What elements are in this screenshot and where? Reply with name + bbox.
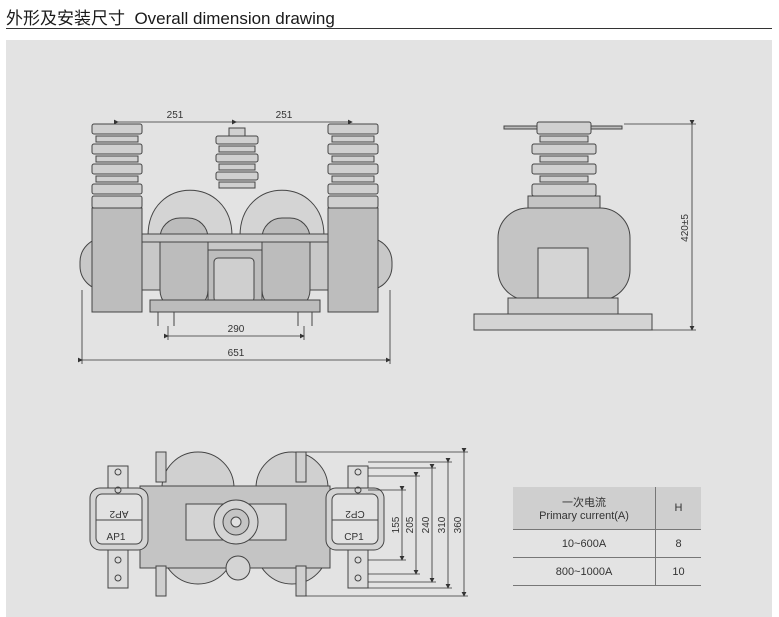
header-cn: 一次电流 — [562, 496, 606, 509]
dim-155-label: 155 — [391, 516, 402, 533]
title-rule — [6, 28, 772, 29]
dim-205-label: 205 — [405, 516, 416, 533]
terminal-cp1-label: CP1 — [344, 532, 364, 543]
page-title: 外形及安装尺寸 Overall dimension drawing — [6, 4, 335, 29]
dim-mount-label: 290 — [228, 324, 245, 335]
side-dimension — [624, 120, 696, 331]
side-view — [473, 121, 653, 331]
front-view — [79, 123, 393, 326]
title-cn: 外形及安装尺寸 — [6, 9, 125, 29]
dim-240-label: 240 — [421, 516, 432, 533]
table-row: 10~600A 8 — [513, 529, 701, 558]
current-table: 一次电流 Primary current(A) H 10~600A 8 800~… — [513, 487, 701, 586]
table-header-current: 一次电流 Primary current(A) — [513, 487, 656, 530]
bottom-dimensions — [306, 448, 468, 597]
header-en: Primary current(A) — [539, 510, 629, 522]
terminal-ap1-label: AP1 — [107, 532, 126, 543]
dim-right-label: 251 — [276, 110, 293, 121]
table-cell-current: 800~1000A — [513, 557, 656, 586]
terminal-ap2-label: AP2 — [109, 508, 128, 519]
table-cell-h: 10 — [655, 557, 701, 586]
table-cell-h: 8 — [655, 529, 701, 558]
title-en: Overall dimension drawing — [134, 9, 335, 28]
table-header-h: H — [655, 487, 701, 530]
table-row: 800~1000A 10 — [513, 557, 701, 586]
bottom-view — [89, 451, 385, 597]
dim-360-label: 360 — [453, 516, 464, 533]
dim-310-label: 310 — [437, 516, 448, 533]
table-header-row: 一次电流 Primary current(A) H — [513, 487, 701, 530]
dim-left-label: 251 — [167, 110, 184, 121]
dim-overall-label: 651 — [228, 348, 245, 359]
table-cell-current: 10~600A — [513, 529, 656, 558]
dim-height-label: 420±5 — [680, 214, 691, 242]
terminal-cp2-label: CP2 — [345, 508, 365, 519]
front-dimensions — [78, 119, 391, 364]
